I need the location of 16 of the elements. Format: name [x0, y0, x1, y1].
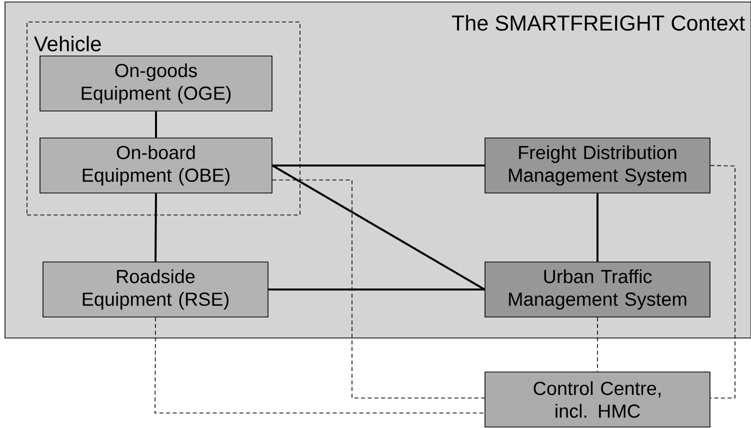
system-box: Urban Traffic Management System	[484, 262, 710, 318]
system-box: Freight Distribution Management System	[484, 138, 710, 194]
connector-line	[155, 111, 157, 138]
connector-line	[268, 288, 485, 290]
system-box: Roadside Equipment (RSE)	[42, 262, 268, 318]
dashed-connector	[597, 317, 598, 372]
system-box: On-board Equipment (OBE)	[40, 138, 272, 194]
connector-line	[272, 164, 485, 166]
dashed-connector	[154, 317, 485, 414]
dashed-connector	[272, 180, 485, 398]
dashed-connector	[710, 165, 736, 398]
connector-line	[272, 164, 486, 290]
system-box: Control Centre, incl. HMC	[484, 372, 710, 428]
connector-line	[154, 193, 157, 262]
system-box: On-goods Equipment (OGE)	[40, 56, 272, 112]
connector-line	[596, 193, 598, 262]
